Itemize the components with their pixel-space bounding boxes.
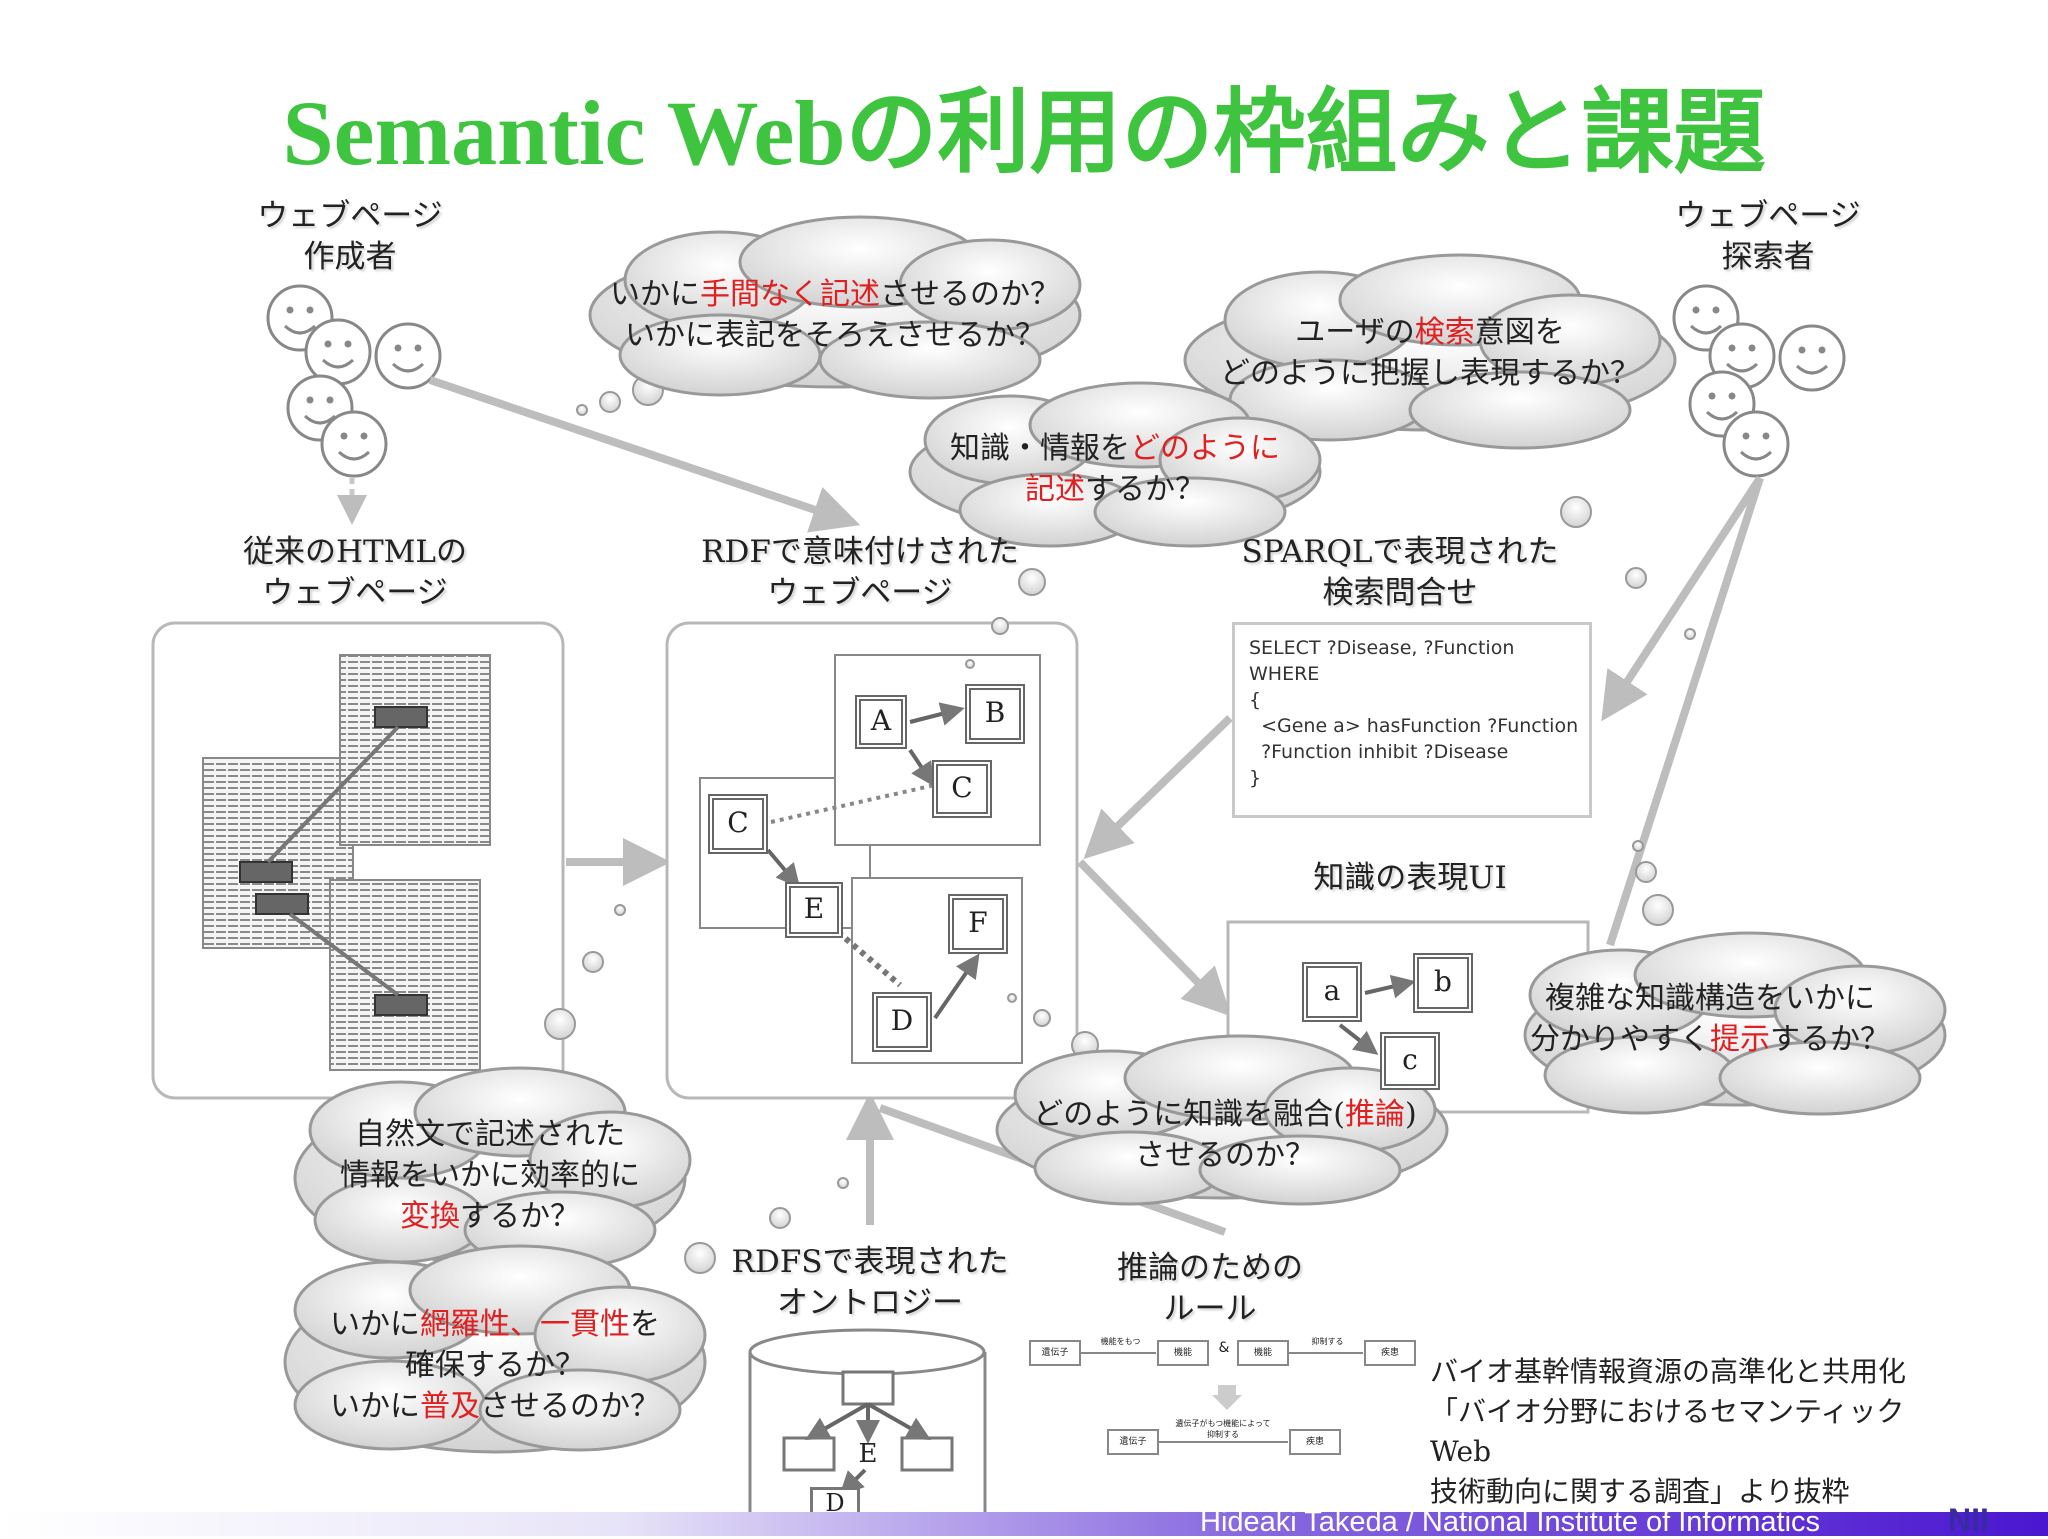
rdf-node-d: D: [872, 992, 932, 1052]
rdf-node-b: B: [965, 684, 1025, 744]
sparql-line: WHERE: [1249, 663, 1320, 685]
cloud-describe-text: いかに手間なく記述させるのか？ いかに表記をそろえさせるか？: [610, 277, 1060, 353]
slide-title: Semantic Webの利用の枠組みと課題: [282, 82, 1766, 184]
rdf-pages-label: RDFで意味付けされたウェブページ: [701, 534, 1019, 611]
searchers-group-icon: [1672, 284, 1846, 478]
sparql-query-box: SELECT ?Disease, ?Function WHERE { <Gene…: [1232, 622, 1592, 818]
sparql-line: }: [1249, 767, 1262, 789]
rule-inhibit-2: 抑制する: [1207, 1430, 1239, 1439]
sparql-line: ?Function inhibit ?Disease: [1249, 741, 1509, 763]
rdf-node-f: F: [948, 894, 1008, 954]
cloud-coverage-text: いかに網羅性、一貫性を 確保するか？ いかに普及させるのか？: [330, 1307, 660, 1424]
rule-gene-function: 遺伝子がもつ機能によって: [1175, 1419, 1271, 1428]
rdf-node-c-right: C: [932, 760, 992, 818]
rule-disease-2: 疾患: [1305, 1437, 1324, 1447]
authors-group-icon: [266, 284, 442, 478]
nii-logo: NII: [1948, 1502, 1989, 1538]
rule-function-1: 機能: [1173, 1348, 1192, 1358]
rule-gene-2: 遺伝子: [1119, 1437, 1147, 1447]
ontology-node-e: E: [858, 1439, 878, 1469]
sparql-line: <Gene a> hasFunction ?Function: [1249, 715, 1579, 737]
rule-function-2: 機能: [1253, 1348, 1272, 1358]
rules-diagram: [1029, 1340, 1416, 1455]
authors-label: ウェブページ作成者: [257, 198, 443, 275]
cloud-merge-text: どのように知識を融合(推論) させるのか？: [1033, 1097, 1417, 1173]
html-pages-label: 従来のHTMLのウェブページ: [242, 534, 468, 611]
cloud-merge: [995, 1034, 1449, 1206]
cloud-convert: [293, 1066, 692, 1270]
rdf-node-c-left: C: [708, 794, 768, 854]
thought-dots: [544, 374, 1696, 1274]
cloud-convert-text: 自然文で記述された 情報をいかに効率的に 変換するか？: [340, 1117, 640, 1234]
rdf-node-a: A: [855, 695, 907, 749]
rule-has-function: 機能をもつ: [1100, 1337, 1141, 1346]
ui-node-a: a: [1302, 962, 1362, 1022]
footer-bar: [0, 1512, 2048, 1536]
ui-node-c: c: [1380, 1032, 1440, 1090]
cloud-search-text: ユーザの検索意図を どのように把握し表現するか？: [1220, 315, 1640, 391]
cloud-coverage: [283, 1244, 707, 1454]
source-citation: バイオ基幹情報資源の高準化と共用化 「バイオ分野におけるセマンティック Web …: [1430, 1355, 1907, 1508]
rule-disease-1: 疾患: [1380, 1348, 1399, 1358]
footer-author: Hideaki Takeda / National Institute of I…: [1200, 1506, 1821, 1538]
html-pages-panel: [151, 621, 565, 1100]
rule-and: &: [1218, 1340, 1230, 1356]
cloud-how-describe-text: 知識・情報をどのように 記述するか？: [950, 431, 1280, 507]
cloud-how-describe: [908, 381, 1322, 548]
cloud-present-text: 複雑な知識構造をいかに 分かりやすく提示するか？: [1530, 981, 1890, 1057]
cloud-present: [1523, 931, 1947, 1116]
ontology-label: RDFSで表現されたオントロジー: [731, 1244, 1009, 1321]
ontology-database-icon: [748, 1328, 987, 1522]
ui-label: 知識の表現UI: [1313, 860, 1507, 896]
cloud-describe: [588, 215, 1082, 400]
rule-gene-1: 遺伝子: [1041, 1348, 1069, 1358]
searchers-label: ウェブページ探索者: [1675, 198, 1861, 275]
cloud-search: [1183, 253, 1677, 450]
sparql-label: SPARQLで表現された検索問合せ: [1241, 534, 1559, 611]
sparql-line: SELECT ?Disease, ?Function: [1249, 637, 1515, 659]
rdf-node-e: E: [785, 882, 843, 938]
sparql-line: {: [1249, 689, 1262, 711]
rule-inhibit-1: 抑制する: [1311, 1337, 1344, 1346]
rules-label: 推論のためのルール: [1117, 1250, 1303, 1327]
ui-node-b: b: [1413, 953, 1473, 1013]
